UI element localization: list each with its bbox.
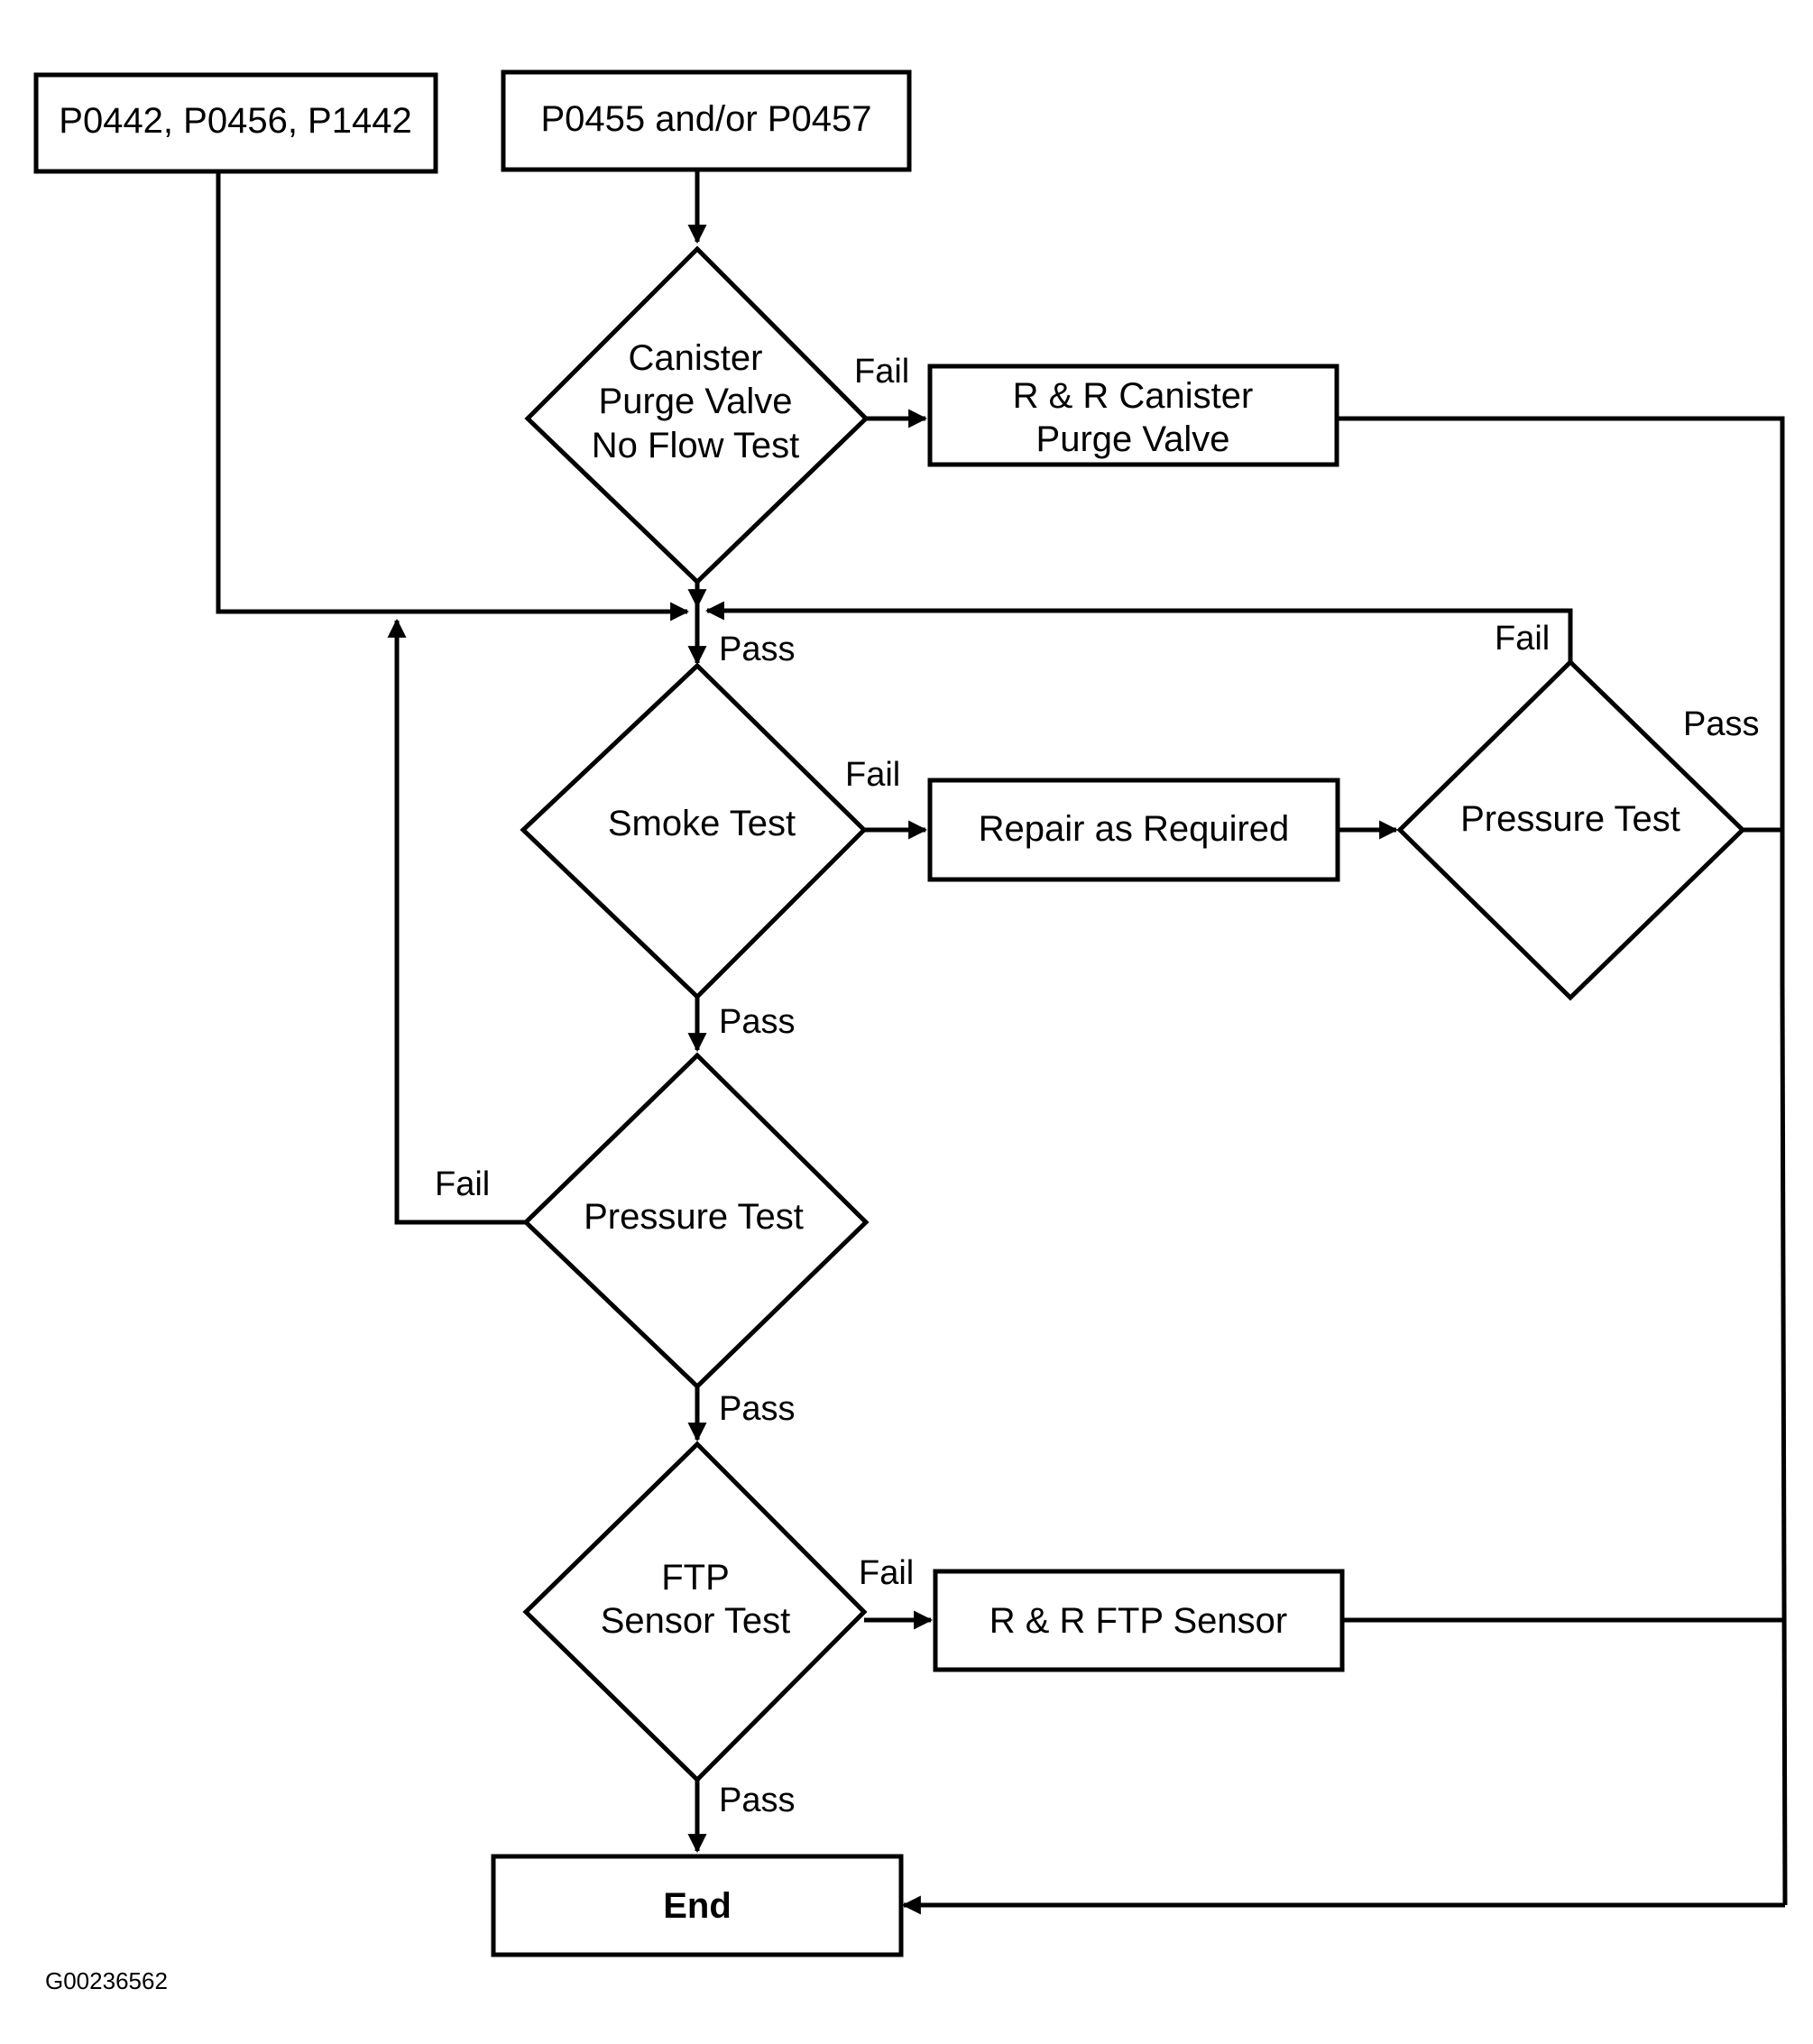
label-ftp-fail: Fail bbox=[859, 1554, 914, 1592]
node-label: P0455 and/or P0457 bbox=[541, 99, 872, 139]
diamond-shape bbox=[522, 1052, 870, 1390]
label-canister-pass: Pass bbox=[719, 631, 795, 668]
node-pressure-test-center: Pressure Test bbox=[522, 1052, 870, 1390]
node-end: End bbox=[491, 1854, 904, 1957]
edge-pressure-right-fail bbox=[704, 601, 1573, 662]
node-label: R & R FTP Sensor bbox=[989, 1601, 1287, 1641]
label-pressure-right-fail: Fail bbox=[1495, 620, 1550, 658]
node-smoke-test: Smoke Test bbox=[520, 662, 868, 1000]
node-rr-canister: R & R Canister Purge Valve bbox=[927, 364, 1339, 467]
node-label-line1: Canister bbox=[629, 338, 763, 378]
label-pressure-center-pass: Pass bbox=[719, 1390, 795, 1428]
node-label-line2: Purge Valve bbox=[599, 382, 793, 421]
label-pressure-right-pass: Pass bbox=[1683, 705, 1759, 743]
edge-right-rail bbox=[1780, 982, 1788, 1906]
diamond-shape bbox=[520, 662, 868, 1000]
node-codes-a: P0442, P0456, P1442 bbox=[33, 72, 438, 174]
connectors bbox=[216, 171, 1788, 1915]
node-ftp-test: FTP Sensor Test bbox=[522, 1441, 868, 1783]
diamond-shape bbox=[1396, 658, 1746, 1001]
node-label-line1: FTP bbox=[661, 1558, 730, 1597]
node-repair: Repair as Required bbox=[927, 778, 1340, 882]
edge-labels: Fail Pass Fail Pass Fail Pass Fail Pass … bbox=[435, 353, 1759, 1819]
label-pressure-center-fail: Fail bbox=[435, 1165, 490, 1203]
node-label-line2: Purge Valve bbox=[1036, 419, 1230, 459]
box-shape bbox=[33, 72, 438, 174]
node-codes-b: P0455 and/or P0457 bbox=[501, 69, 912, 172]
box-shape bbox=[501, 69, 912, 172]
node-label-line2: Sensor Test bbox=[601, 1601, 791, 1641]
edge-pressure-center-fail bbox=[387, 618, 526, 1225]
node-canister-test: Canister Purge Valve No Flow Test bbox=[524, 245, 870, 585]
box-shape bbox=[491, 1854, 904, 1957]
figure-id: G00236562 bbox=[45, 1967, 168, 1994]
label-canister-fail: Fail bbox=[854, 353, 909, 391]
node-label: Repair as Required bbox=[979, 809, 1290, 849]
node-label-line1: R & R Canister bbox=[1013, 376, 1254, 416]
node-label: P0442, P0456, P1442 bbox=[59, 101, 411, 141]
box-shape bbox=[933, 1569, 1345, 1672]
diamond-shape bbox=[522, 1441, 868, 1783]
label-smoke-pass: Pass bbox=[719, 1003, 795, 1041]
label-ftp-pass: Pass bbox=[719, 1782, 795, 1819]
diamond-shape bbox=[524, 245, 870, 585]
node-label-line3: No Flow Test bbox=[592, 426, 799, 465]
box-shape bbox=[927, 778, 1340, 882]
box-shape bbox=[927, 364, 1339, 467]
node-label: End bbox=[663, 1886, 732, 1926]
edge-codes-a-to-merge bbox=[216, 171, 690, 621]
node-label: Pressure Test bbox=[1460, 799, 1680, 839]
label-smoke-fail: Fail bbox=[845, 756, 900, 794]
node-label: Pressure Test bbox=[584, 1197, 804, 1237]
node-pressure-test-right: Pressure Test bbox=[1396, 658, 1746, 1001]
node-label: Smoke Test bbox=[608, 804, 796, 843]
edge-rr-canister-to-rail bbox=[1337, 416, 1785, 983]
node-rr-ftp: R & R FTP Sensor bbox=[933, 1569, 1345, 1672]
